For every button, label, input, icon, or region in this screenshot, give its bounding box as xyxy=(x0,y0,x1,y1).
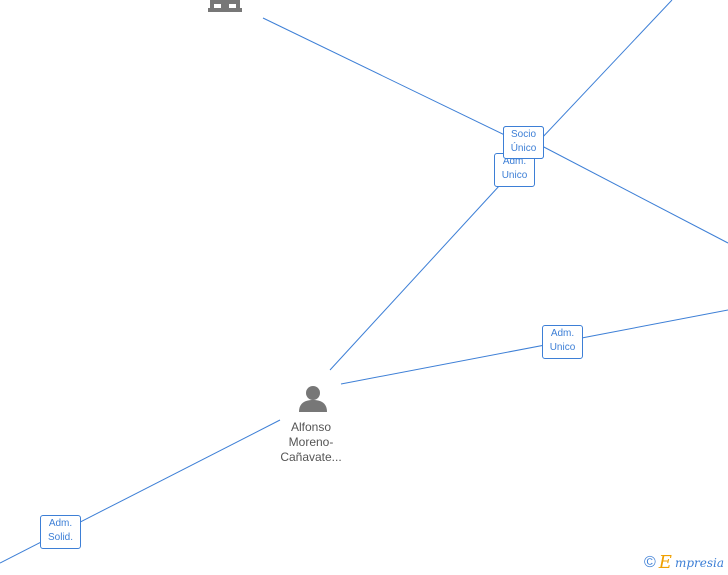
relation-adm-unico-mid[interactable]: Adm. Unico xyxy=(542,325,583,359)
person-label-line-1: Alfonso xyxy=(290,420,332,434)
edge-hub-to-top-right xyxy=(539,0,673,141)
relation-socio-unico-front[interactable]: Socio Único xyxy=(503,126,544,159)
relation-line-1: Adm. xyxy=(502,156,527,167)
building-icon[interactable] xyxy=(208,0,242,12)
relation-adm-solid[interactable]: Adm. Solid. xyxy=(40,515,81,549)
relation-line-2: Único xyxy=(510,143,537,154)
person-label-line-2: Moreno- xyxy=(288,435,334,449)
brand-initial: E xyxy=(658,552,672,573)
edge-person-to-hub xyxy=(329,184,501,371)
relation-line-2: Unico xyxy=(549,342,576,353)
relation-line-1: Adm. xyxy=(48,518,73,529)
relation-line-2: Solid. xyxy=(47,532,73,543)
relation-line-1: Socio xyxy=(510,129,536,140)
relation-line-2: Unico xyxy=(501,170,528,181)
relation-line-1: Adm. xyxy=(550,328,575,339)
person-icon[interactable] xyxy=(299,386,327,412)
person-label-line-3: Cañavate... xyxy=(280,450,342,464)
edge-hub-to-right xyxy=(539,144,728,244)
copyright-icon: © xyxy=(644,554,656,571)
edge-person-to-right xyxy=(340,309,728,385)
edge-company-to-hub xyxy=(262,17,516,141)
person-label[interactable]: Alfonso Moreno- Cañavate... xyxy=(266,420,356,465)
brand-name: mpresia xyxy=(674,556,724,570)
